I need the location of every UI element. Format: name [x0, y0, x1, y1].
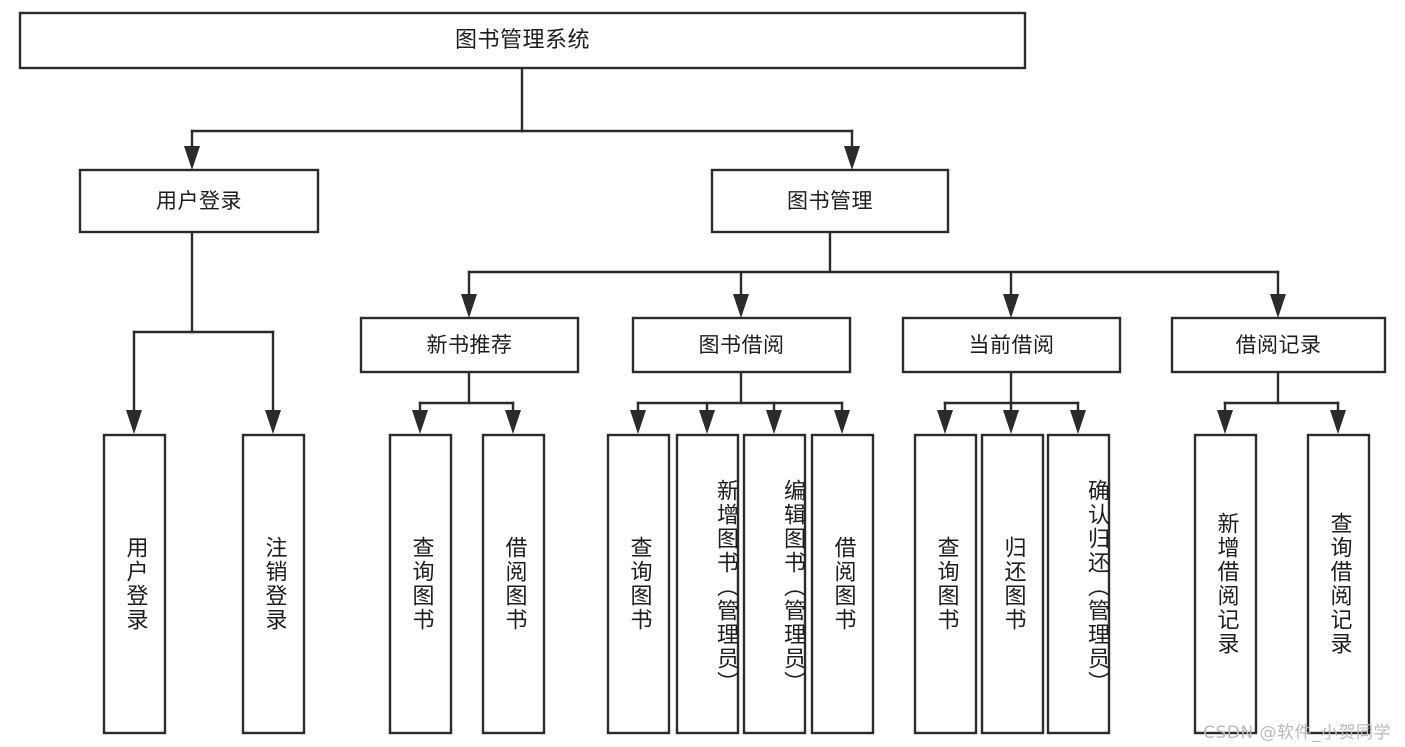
node-box-leaf-logout[interactable] — [241, 433, 306, 735]
connector-newbook-to-leaves — [412, 370, 521, 434]
connector-userlogin-to-leaves — [126, 230, 281, 434]
connector-borrowrecord-to-leaves — [1217, 370, 1346, 434]
node-box-leaf-query-book-3[interactable] — [913, 433, 978, 735]
node-box-leaf-borrow-book-2[interactable] — [810, 433, 875, 735]
node-box-leaf-query-book-1[interactable] — [388, 433, 453, 735]
node-box-leaf-query-book-2[interactable] — [606, 433, 671, 735]
node-box-leaf-confirm-return[interactable] — [1046, 433, 1111, 735]
node-box-leaf-query-record[interactable] — [1306, 433, 1371, 735]
node-box-leaf-add-record[interactable] — [1193, 433, 1258, 735]
node-box-leaf-edit-book[interactable] — [742, 433, 807, 735]
node-box-book-management[interactable] — [710, 168, 950, 234]
node-box-borrow-record[interactable] — [1170, 316, 1387, 374]
node-box-root[interactable] — [18, 11, 1027, 70]
node-box-leaf-return-book[interactable] — [980, 433, 1045, 735]
csdn-watermark: CSDN @软件_小贺同学 — [1203, 723, 1391, 743]
connector-bookborrow-to-leaves — [630, 370, 850, 434]
node-box-current-borrow[interactable] — [901, 316, 1122, 374]
node-box-new-book-recommend[interactable] — [359, 316, 580, 374]
node-box-leaf-add-book[interactable] — [675, 433, 740, 735]
node-box-user-login[interactable] — [78, 168, 320, 234]
connector-bookmgmt-to-level3 — [461, 230, 1286, 318]
connector-currentborrow-to-leaves — [937, 370, 1086, 434]
connector-root-to-level2 — [184, 66, 860, 170]
node-box-book-borrow[interactable] — [631, 316, 852, 374]
node-box-leaf-user-login[interactable] — [102, 433, 167, 735]
node-box-leaf-borrow-book-1[interactable] — [481, 433, 546, 735]
